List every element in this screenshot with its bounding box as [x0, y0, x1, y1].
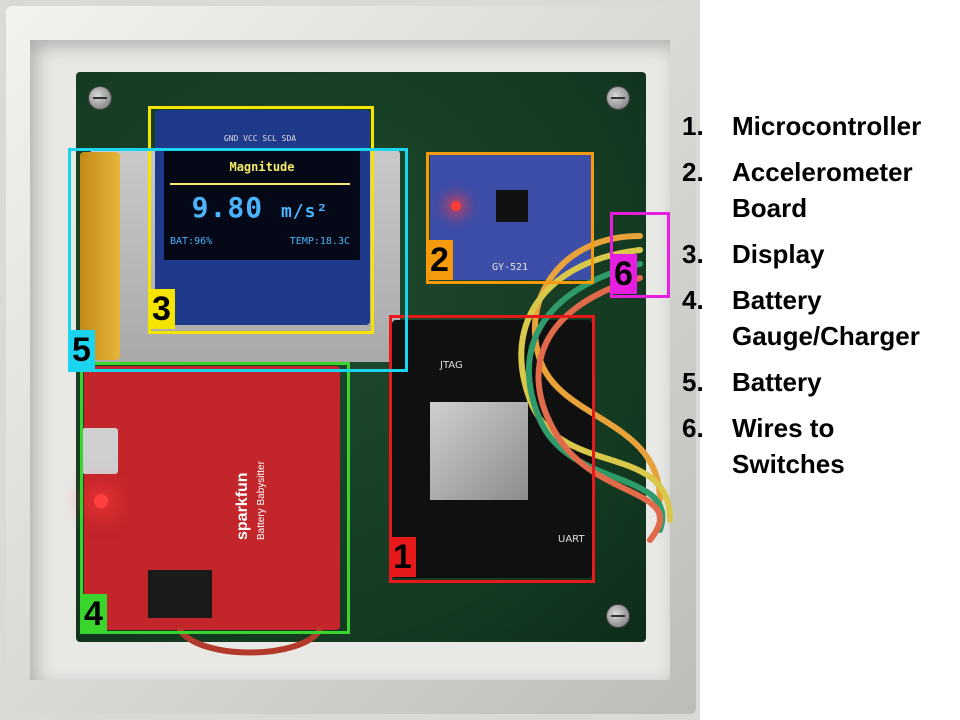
- legend-label: Display: [732, 239, 825, 269]
- legend-label: Wires to Switches: [732, 413, 845, 479]
- oled-pin-labels: GND VCC SCL SDA: [223, 134, 297, 143]
- charger-board: [84, 366, 340, 630]
- box-number-1: 1: [389, 537, 416, 577]
- rf-shield: [430, 402, 528, 500]
- component-legend: 1. Microcontroller 2. Accelerometer Boar…: [682, 108, 960, 492]
- legend-label: Microcontroller: [732, 111, 922, 141]
- box-number-3: 3: [148, 289, 175, 329]
- legend-number: 1.: [682, 111, 704, 141]
- box-number-6: 6: [610, 254, 637, 294]
- screw-icon: [606, 86, 630, 110]
- oled-value: 9.80: [191, 191, 264, 224]
- oled-temperature: TEMP:18.3C: [289, 236, 350, 247]
- device-photo: GND VCC SCL SDA Magnitude 9.80 m/s² BAT:…: [0, 0, 700, 720]
- status-led-icon: [451, 201, 461, 211]
- oled-screen: [164, 150, 360, 260]
- box-number-4: 4: [80, 594, 107, 634]
- box-accelerometer: [426, 152, 594, 284]
- accelerometer-model: GY-521: [491, 262, 529, 273]
- legend-item: 2. Accelerometer Board: [682, 154, 960, 226]
- box-number-5: 5: [68, 330, 95, 370]
- battery-tab: [80, 152, 120, 360]
- oled-battery: BAT:96%: [170, 236, 213, 247]
- legend-label: Battery: [732, 367, 822, 397]
- oled-unit: m/s²: [280, 201, 329, 222]
- legend-item: 6. Wires to Switches: [682, 410, 960, 482]
- battery-connector: [148, 570, 212, 618]
- usb-port: [82, 428, 118, 474]
- box-battery: [68, 148, 408, 372]
- box-microcontroller: [389, 315, 595, 583]
- oled-title: Magnitude: [229, 160, 295, 174]
- legend-number: 6.: [682, 413, 704, 443]
- box-number-2: 2: [426, 240, 453, 280]
- screw-icon: [88, 86, 112, 110]
- screw-icon: [606, 604, 630, 628]
- accelerometer-chip: [496, 190, 528, 222]
- charge-led-icon: [94, 494, 108, 508]
- legend-item: 3. Display: [682, 236, 960, 272]
- legend-item: 1. Microcontroller: [682, 108, 960, 144]
- legend-number: 2.: [682, 157, 704, 187]
- oled-value-row: 9.80 m/s²: [170, 191, 350, 224]
- legend-label: Battery Gauge/Charger: [732, 285, 920, 351]
- box-charger: [80, 362, 350, 634]
- box-display: [148, 106, 374, 334]
- legend-number: 3.: [682, 239, 704, 269]
- legend-number: 4.: [682, 285, 704, 315]
- wire: [177, 627, 323, 656]
- oled-status-row: BAT:96% TEMP:18.3C: [170, 236, 350, 247]
- jtag-label: JTAG: [440, 360, 463, 371]
- uart-label: UART: [558, 534, 585, 545]
- wire: [525, 261, 666, 533]
- oled-divider: [170, 183, 350, 185]
- legend-item: 5. Battery: [682, 364, 960, 400]
- legend-number: 5.: [682, 367, 704, 397]
- legend-label: Accelerometer Board: [732, 157, 913, 223]
- legend-item: 4. Battery Gauge/Charger: [682, 282, 960, 354]
